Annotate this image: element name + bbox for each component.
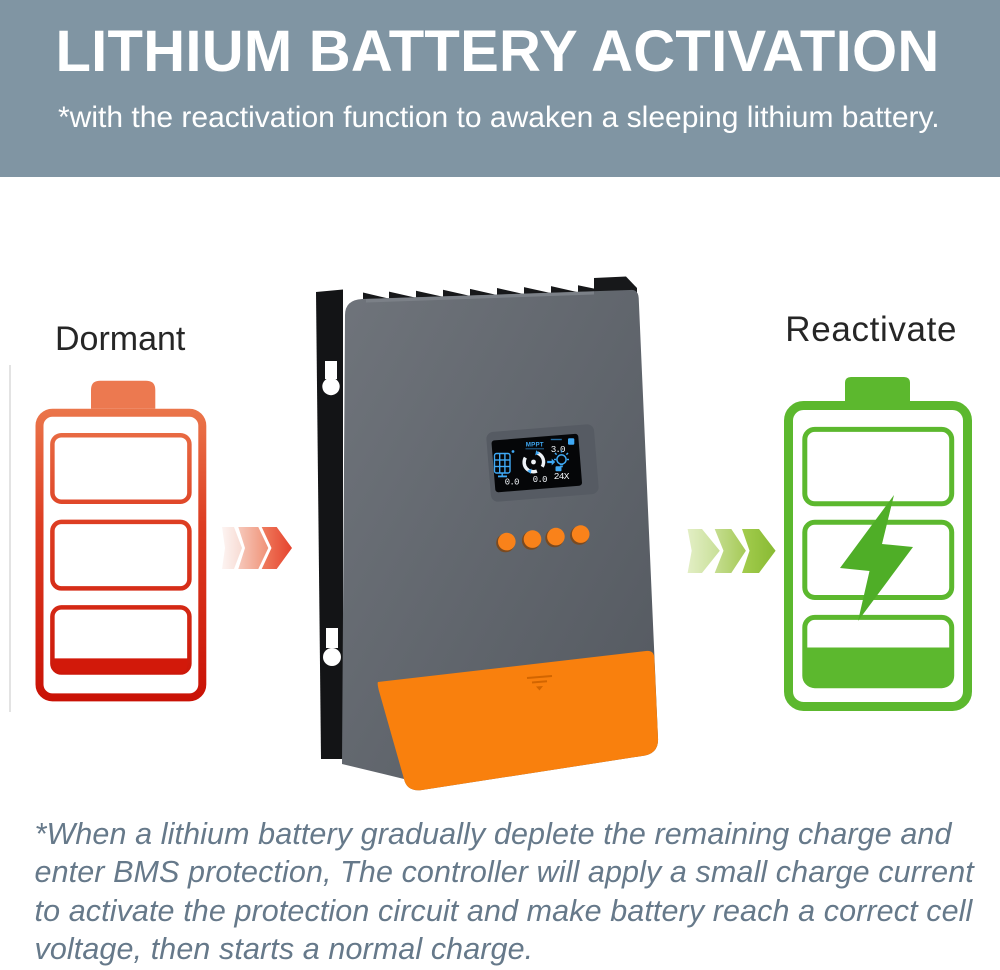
svg-text:0.0: 0.0	[505, 477, 519, 487]
svg-text:3.0: 3.0	[551, 444, 565, 455]
svg-text:24X: 24X	[554, 471, 570, 482]
svg-text:MPPT: MPPT	[526, 442, 544, 449]
svg-text:0.0: 0.0	[533, 475, 547, 485]
